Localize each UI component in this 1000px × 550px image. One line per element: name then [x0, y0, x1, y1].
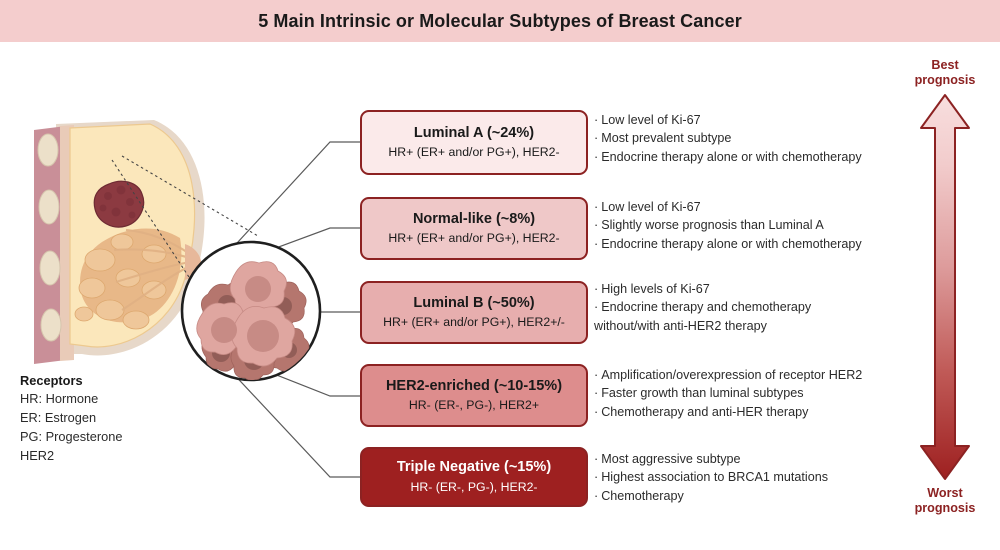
best-prognosis-label: Best prognosis [895, 58, 995, 88]
legend-item-her2: HER2 [20, 447, 55, 463]
bullet-marker: · [594, 200, 599, 214]
bullet-text: Highest association to BRCA1 mutations [601, 470, 829, 485]
list-item: ·Low level of Ki-67 [594, 198, 894, 216]
cancer-cells [196, 261, 310, 380]
bullet-list-triple-negative: ·Most aggressive subtype ·Highest associ… [594, 450, 894, 505]
best-prognosis-line2: prognosis [914, 73, 976, 88]
bullet-text: Most prevalent subtype [601, 131, 732, 146]
subtype-name: Luminal B (~50%) [413, 294, 535, 311]
header-band: 5 Main Intrinsic or Molecular Subtypes o… [0, 0, 1000, 42]
bullet-list-her2-enriched: ·Amplification/overexpression of recepto… [594, 366, 894, 421]
page-title: 5 Main Intrinsic or Molecular Subtypes o… [258, 10, 742, 31]
subtype-receptors: HR- (ER-, PG-), HER2- [410, 479, 538, 494]
bullet-marker: · [594, 113, 599, 127]
subtype-name: Normal-like (~8%) [412, 210, 536, 227]
subtype-receptors: HR+ (ER+ and/or PG+), HER2- [388, 145, 560, 160]
subtype-box-normal-like[interactable]: Normal-like (~8%) HR+ (ER+ and/or PG+), … [360, 197, 588, 260]
ribs [37, 133, 62, 342]
bullet-marker: · [594, 452, 599, 466]
subtype-box-triple-negative[interactable]: Triple Negative (~15%) HR- (ER-, PG-), H… [360, 447, 588, 507]
list-item: ·Most prevalent subtype [594, 129, 894, 147]
bullet-text: Most aggressive subtype [601, 452, 741, 466]
list-item: ·Endocrine therapy alone or with chemoth… [594, 235, 894, 253]
lobules [74, 228, 191, 330]
list-item: ·Amplification/overexpression of recepto… [594, 366, 894, 384]
list-item: ·High levels of Ki-67 [594, 280, 894, 298]
worst-prognosis-label: Worst prognosis [895, 486, 995, 516]
list-item: ·Highest association to BRCA1 mutations [594, 468, 894, 486]
bullet-marker: · [594, 282, 599, 296]
bullet-text: Chemotherapy and anti-HER therapy [601, 404, 809, 419]
bullet-text: Slightly worse prognosis than Luminal A [601, 218, 824, 233]
worst-prognosis-line2: prognosis [914, 501, 976, 516]
bullet-marker: · [594, 236, 599, 251]
bullet-text: Endocrine therapy alone or with chemothe… [601, 149, 862, 164]
subtype-box-luminal-b[interactable]: Luminal B (~50%) HR+ (ER+ and/or PG+), H… [360, 281, 588, 344]
bullet-marker: · [594, 149, 599, 164]
worst-prognosis-line1: Worst [927, 486, 963, 501]
bullet-list-luminal-a: ·Low level of Ki-67 ·Most prevalent subt… [594, 111, 894, 166]
muscle-layer [34, 126, 66, 364]
bullet-text: Faster growth than luminal subtypes [601, 386, 804, 401]
list-item: ·Chemotherapy [594, 487, 894, 505]
subtype-box-luminal-a[interactable]: Luminal A (~24%) HR+ (ER+ and/or PG+), H… [360, 110, 588, 175]
list-item: ·Slightly worse prognosis than Luminal A [594, 216, 894, 234]
list-item: ·Chemotherapy and anti-HER therapy [594, 403, 894, 421]
subtype-box-her2-enriched[interactable]: HER2-enriched (~10-15%) HR- (ER-, PG-), … [360, 364, 588, 427]
bullet-marker: · [594, 131, 599, 146]
bullet-text: Chemotherapy [601, 488, 684, 503]
bullet-marker: · [594, 404, 599, 419]
list-item: ·Faster growth than luminal subtypes [594, 384, 894, 402]
list-item: ·Low level of Ki-67 [594, 111, 894, 129]
legend-item-er: ER: Estrogen [20, 409, 97, 425]
list-item: ·Endocrine therapy and chemotherapy [594, 298, 894, 316]
receptors-legend: Receptors HR: Hormone ER: Estrogen PG: P… [20, 373, 122, 466]
legend-title: Receptors [20, 373, 83, 388]
prognosis-double-arrow-icon [920, 94, 970, 481]
bullet-text: Endocrine therapy and chemotherapy [601, 300, 812, 315]
bullet-marker: · [594, 300, 599, 315]
list-item-continuation: without/with anti-HER2 therapy [594, 318, 767, 333]
subtype-name: HER2-enriched (~10-15%) [385, 377, 563, 394]
subtype-receptors: HR+ (ER+ and/or PG+), HER2- [388, 231, 560, 246]
bullet-list-normal-like: ·Low level of Ki-67 ·Slightly worse prog… [594, 198, 894, 253]
bullet-marker: · [594, 488, 599, 503]
bullet-list-luminal-b: ·High levels of Ki-67 ·Endocrine therapy… [594, 280, 894, 335]
bullet-text: Low level of Ki-67 [601, 113, 701, 127]
prognosis-scale: Best prognosis Worst prognosis [895, 58, 995, 516]
subtype-name: Luminal A (~24%) [413, 124, 535, 141]
legend-item-pg: PG: Progesterone [20, 428, 123, 444]
bullet-text: Amplification/overexpression of receptor… [601, 368, 863, 382]
cancer-cell-nuclei-light [211, 276, 279, 352]
bullet-text: High levels of Ki-67 [601, 282, 710, 296]
bullet-marker: · [594, 368, 599, 382]
cancer-cell-cluster-magnifier [180, 240, 322, 382]
tumor-mass [93, 180, 145, 228]
subtype-receptors: HR- (ER-, PG-), HER2+ [408, 398, 540, 413]
legend-item-hr: HR: Hormone [20, 391, 99, 406]
best-prognosis-line1: Best [931, 58, 959, 72]
subtype-name: Triple Negative (~15%) [396, 459, 552, 476]
bullet-text: Endocrine therapy alone or with chemothe… [601, 236, 862, 251]
list-item: ·Endocrine therapy alone or with chemoth… [594, 148, 894, 166]
subtype-receptors: HR+ (ER+ and/or PG+), HER2+/- [383, 315, 565, 330]
breast-cross-section-illustration [34, 120, 205, 364]
list-item: ·Most aggressive subtype [594, 450, 894, 468]
bullet-marker: · [594, 386, 599, 401]
bullet-text: Low level of Ki-67 [601, 200, 701, 214]
bullet-marker: · [594, 470, 599, 485]
bullet-marker: · [594, 218, 599, 233]
